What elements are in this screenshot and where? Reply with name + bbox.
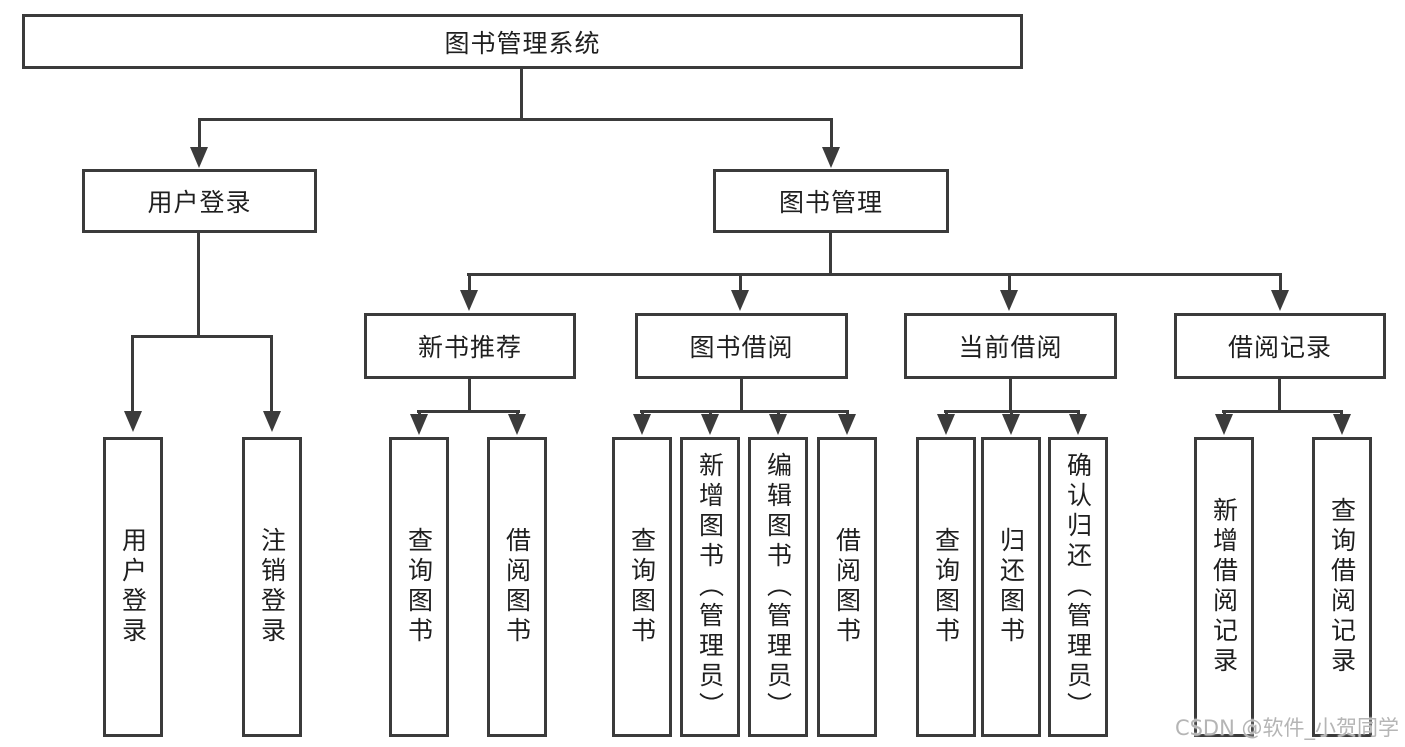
arrow-down-icon (190, 147, 208, 168)
arrow-down-icon (1271, 290, 1289, 311)
leaf-borrow-query-books-label: 查询图书 (627, 527, 657, 647)
line (516, 410, 519, 416)
line (829, 233, 832, 275)
node-user-login: 用户登录 (82, 169, 317, 233)
line (640, 410, 848, 413)
line (709, 410, 712, 416)
node-new-book-recommend: 新书推荐 (364, 313, 576, 379)
line (1010, 410, 1013, 416)
arrow-down-icon (1000, 290, 1018, 311)
line (740, 379, 743, 413)
node-book-borrow: 图书借阅 (635, 313, 848, 379)
leaf-borrow-add-books-admin-label: 新增图书（管理员） (695, 452, 725, 722)
watermark: CSDN @软件_小贺同学 (1174, 716, 1399, 740)
leaf-borrow-borrow-books: 借阅图书 (817, 437, 877, 737)
node-user-login-label: 用户登录 (147, 188, 252, 217)
line (641, 410, 644, 416)
arrow-down-icon (508, 414, 526, 435)
arrow-down-icon (937, 414, 955, 435)
line (1279, 273, 1282, 291)
line (1278, 379, 1281, 413)
leaf-logout: 注销登录 (242, 437, 302, 737)
leaf-newbook-query-books-label: 查询图书 (404, 527, 434, 647)
arrow-down-icon (410, 414, 428, 435)
line (197, 233, 200, 338)
leaf-records-query-record: 查询借阅记录 (1312, 437, 1372, 737)
node-root-label: 图书管理系统 (444, 28, 601, 58)
arrow-down-icon (838, 414, 856, 435)
leaf-current-query-books: 查询图书 (916, 437, 976, 737)
leaf-newbook-borrow-books-label: 借阅图书 (502, 527, 532, 647)
leaf-newbook-borrow-books: 借阅图书 (487, 437, 547, 737)
node-current-borrow: 当前借阅 (904, 313, 1117, 379)
line (846, 410, 849, 416)
line (468, 379, 471, 413)
leaf-user-login: 用户登录 (103, 437, 163, 737)
line (198, 118, 201, 150)
leaf-records-add-record-label: 新增借阅记录 (1209, 497, 1239, 677)
arrow-down-icon (1002, 414, 1020, 435)
line (468, 273, 471, 291)
line (739, 273, 742, 291)
line (131, 335, 134, 412)
node-book-management: 图书管理 (713, 169, 949, 233)
line (830, 118, 833, 150)
leaf-current-confirm-return-admin: 确认归还（管理员） (1048, 437, 1108, 737)
node-borrow-records-label: 借阅记录 (1227, 333, 1332, 362)
leaf-current-confirm-return-admin-label: 确认归还（管理员） (1063, 452, 1093, 722)
leaf-borrow-query-books: 查询图书 (612, 437, 672, 737)
arrow-down-icon (731, 290, 749, 311)
leaf-user-login-label: 用户登录 (118, 527, 148, 647)
arrow-down-icon (769, 414, 787, 435)
leaf-borrow-borrow-books-label: 借阅图书 (832, 527, 862, 647)
arrow-down-icon (124, 411, 142, 432)
arrow-down-icon (460, 290, 478, 311)
arrow-down-icon (1333, 414, 1351, 435)
arrow-down-icon (263, 411, 281, 432)
arrow-down-icon (1215, 414, 1233, 435)
line (945, 410, 948, 416)
leaf-borrow-edit-books-admin-label: 编辑图书（管理员） (763, 452, 793, 722)
leaf-newbook-query-books: 查询图书 (389, 437, 449, 737)
line (467, 273, 1281, 276)
line (198, 118, 833, 121)
arrow-down-icon (633, 414, 651, 435)
leaf-records-query-record-label: 查询借阅记录 (1327, 497, 1357, 677)
node-current-borrow-label: 当前借阅 (958, 333, 1063, 362)
node-new-book-recommend-label: 新书推荐 (417, 333, 522, 362)
line (418, 410, 421, 416)
arrow-down-icon (1069, 414, 1087, 435)
line (1222, 410, 1343, 413)
node-book-management-label: 图书管理 (778, 188, 883, 217)
line (1223, 410, 1226, 416)
node-root: 图书管理系统 (22, 14, 1023, 69)
line (417, 410, 520, 413)
leaf-current-return-books: 归还图书 (981, 437, 1041, 737)
line (1340, 410, 1343, 416)
line (1077, 410, 1080, 416)
line (1008, 273, 1011, 291)
leaf-current-return-books-label: 归还图书 (996, 527, 1026, 647)
arrow-down-icon (822, 147, 840, 168)
line (270, 335, 273, 412)
line (1009, 379, 1012, 413)
line (777, 410, 780, 416)
leaf-records-add-record: 新增借阅记录 (1194, 437, 1254, 737)
leaf-logout-label: 注销登录 (257, 527, 287, 647)
line (131, 335, 273, 338)
leaf-current-query-books-label: 查询图书 (931, 527, 961, 647)
arrow-down-icon (701, 414, 719, 435)
node-book-borrow-label: 图书借阅 (689, 333, 794, 362)
node-borrow-records: 借阅记录 (1174, 313, 1386, 379)
leaf-borrow-edit-books-admin: 编辑图书（管理员） (748, 437, 808, 737)
leaf-borrow-add-books-admin: 新增图书（管理员） (680, 437, 740, 737)
line (520, 69, 523, 121)
